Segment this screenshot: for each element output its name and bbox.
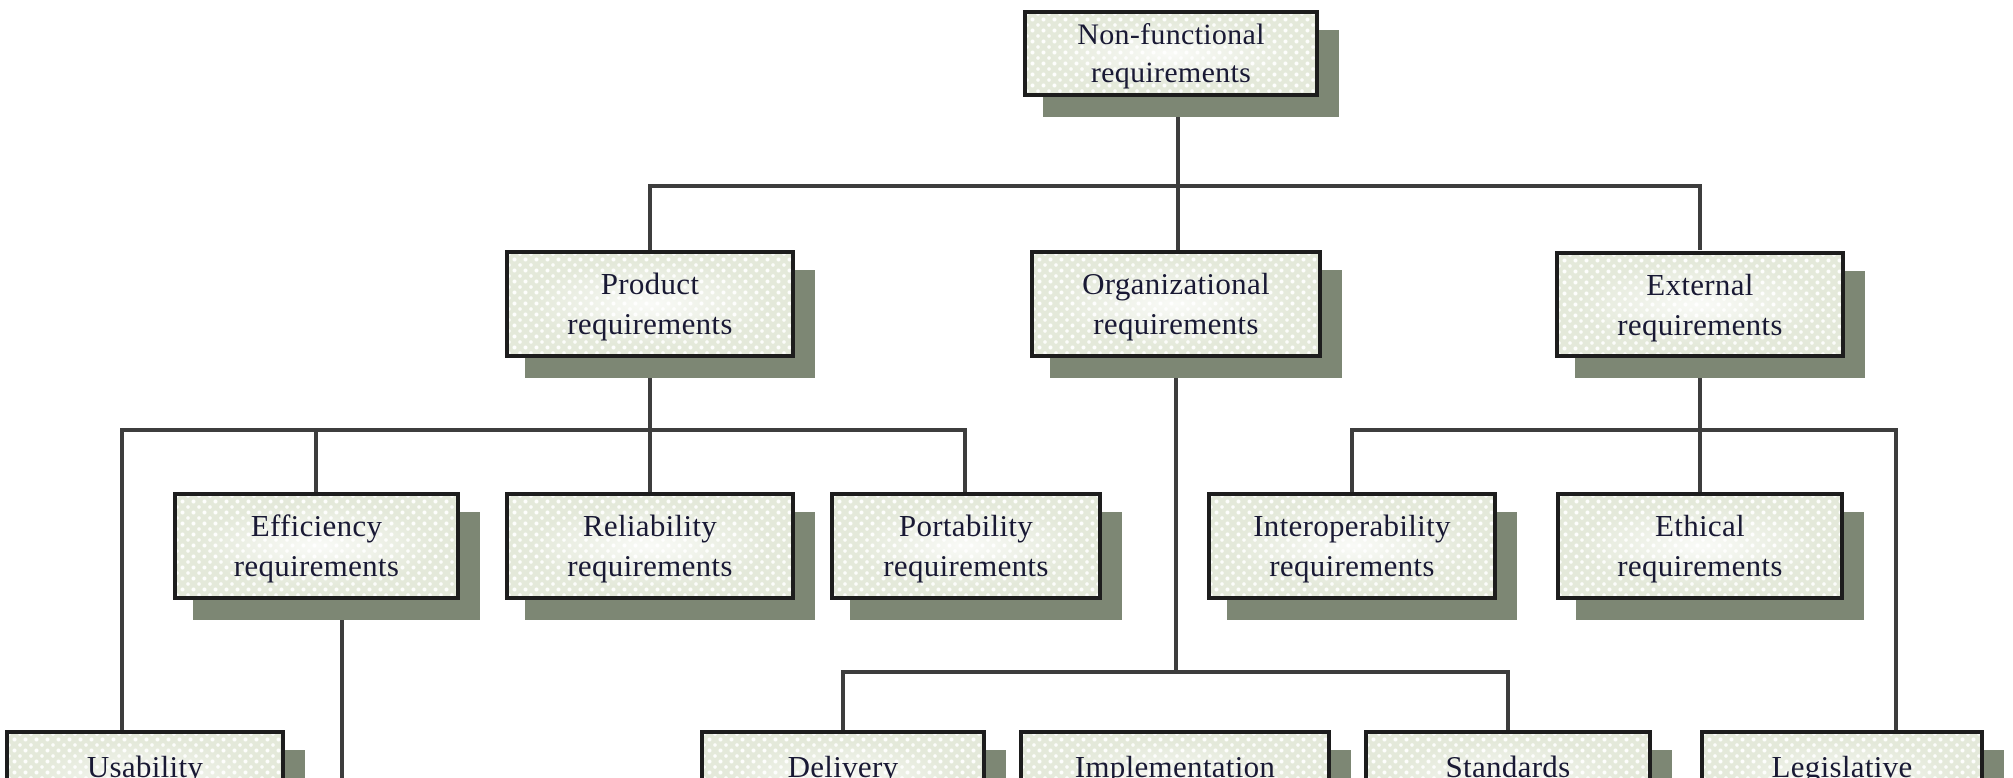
connector-root-stem <box>1176 97 1180 188</box>
node-portability-requirements: Portability requirements <box>830 492 1102 600</box>
node-external-requirements: External requirements <box>1555 251 1845 358</box>
node-label-line1: Non-functional <box>1077 17 1265 51</box>
node-label-line1: Interoperability <box>1253 508 1451 543</box>
node-delivery: Delivery <box>700 730 986 778</box>
node-usability: Usability <box>5 730 285 778</box>
node-label-line1: Delivery <box>787 749 899 778</box>
node-label-line2: requirements <box>1269 548 1435 583</box>
connector-interoperability-drop <box>1350 428 1354 494</box>
node-standards: Standards <box>1364 730 1652 778</box>
connector-efficiency-drop <box>314 428 318 494</box>
node-label-line2: requirements <box>567 306 733 341</box>
node-efficiency-requirements: Efficiency requirements <box>173 492 460 600</box>
connector-organizational-rail <box>841 670 1510 674</box>
connector-portability-drop <box>963 428 967 494</box>
node-non-functional-requirements: Non-functional requirements <box>1023 10 1319 97</box>
node-ethical-requirements: Ethical requirements <box>1556 492 1844 600</box>
connector-efficiency-children-stub <box>340 600 344 778</box>
node-interoperability-requirements: Interoperability requirements <box>1207 492 1497 600</box>
node-label-line2: requirements <box>1090 55 1252 89</box>
node-legislative: Legislative <box>1700 730 1984 778</box>
node-label-line2: requirements <box>233 548 400 583</box>
node-label-line1: Legislative <box>1771 749 1913 778</box>
connector-product-stem <box>648 358 652 432</box>
connector-level2-rail <box>648 184 1702 188</box>
node-label-line2: requirements <box>1617 548 1783 583</box>
connector-external-stem <box>1698 358 1702 493</box>
node-reliability-requirements: Reliability requirements <box>505 492 795 600</box>
node-label-line1: Efficiency <box>250 508 383 543</box>
connector-standards-drop <box>1506 670 1510 732</box>
node-label-line2: requirements <box>567 548 733 583</box>
node-label-line1: Usability <box>86 749 204 778</box>
node-label-line2: requirements <box>883 548 1049 583</box>
node-label-line1: Ethical <box>1655 508 1745 543</box>
node-label-line1: Product <box>600 266 700 301</box>
connector-usability-drop <box>120 428 124 732</box>
node-organizational-requirements: Organizational requirements <box>1030 250 1322 358</box>
node-label-line1: Portability <box>898 508 1034 543</box>
node-label-line1: Implementation <box>1074 749 1276 778</box>
node-product-requirements: Product requirements <box>505 250 795 358</box>
connector-product-drop <box>648 184 652 250</box>
connector-external-drop <box>1698 184 1702 250</box>
node-implementation: Implementation <box>1019 730 1331 778</box>
connector-organizational-stem <box>1174 358 1178 674</box>
connector-reliability-drop <box>648 428 652 494</box>
connector-legislative-drop <box>1894 428 1898 732</box>
connector-organizational-drop <box>1176 184 1180 250</box>
node-label-line2: requirements <box>1093 306 1259 341</box>
node-label-line2: requirements <box>1617 306 1783 342</box>
connector-product-rail <box>120 428 967 432</box>
node-label-line1: Organizational <box>1082 266 1270 301</box>
node-label-line1: Standards <box>1445 749 1571 778</box>
node-label-line1: External <box>1646 266 1754 302</box>
node-label-line1: Reliability <box>582 508 718 543</box>
connector-delivery-drop <box>841 670 845 732</box>
connector-external-rail <box>1350 428 1898 432</box>
